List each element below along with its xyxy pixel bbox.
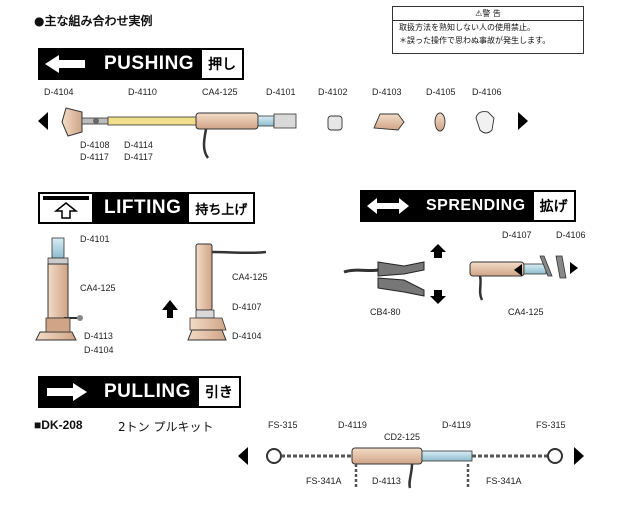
- lifting-title-jp: 持ち上げ: [189, 194, 254, 222]
- label-lift-d4107: D-4107: [232, 302, 262, 312]
- page-title: ●主な組み合わせ実例: [34, 14, 153, 28]
- label-lift-d4113: D-4113: [84, 331, 113, 341]
- label-spread-d4107: D-4107: [502, 230, 532, 240]
- label-d4103: D-4103: [372, 87, 402, 97]
- warning-line-2: ＊誤った操作で思わぬ事故が発生します。: [399, 36, 551, 45]
- label-pull-d4119-a: D-4119: [338, 420, 367, 430]
- pulling-title: PULLING: [94, 378, 199, 406]
- label-pull-fs315-b: FS-315: [536, 420, 566, 430]
- spread-right-arrow: [570, 262, 578, 274]
- spreading-header: SPRENDING 拡げ: [360, 190, 576, 222]
- label-d4102: D-4102: [318, 87, 348, 97]
- right-arrow-icon: [40, 378, 94, 406]
- pushing-title: PUSHING: [94, 50, 203, 78]
- double-arrow-icon: [362, 192, 416, 220]
- label-d4104: D-4104: [44, 87, 74, 97]
- left-arrow-icon: [40, 50, 94, 78]
- label-spread-cb480: CB4-80: [370, 307, 401, 317]
- spreading-tool: [343, 244, 446, 304]
- spread-left-arrow: [514, 264, 522, 276]
- pushing-title-jp: 押し: [202, 50, 243, 78]
- spread-up-arrow: [430, 244, 446, 258]
- label-d4105: D-4105: [426, 87, 456, 97]
- pushing-header: PUSHING 押し: [38, 48, 245, 80]
- label-pull-cd2125: CD2-125: [384, 432, 421, 442]
- label-spread-ca4125: CA4-125: [508, 307, 544, 317]
- pushing-assembly: [38, 107, 528, 159]
- label-d4106: D-4106: [472, 87, 502, 97]
- left-direction-arrow: [38, 112, 48, 130]
- label-ca4125: CA4-125: [202, 87, 238, 97]
- label-d4108: D-4108: [80, 140, 110, 150]
- label-lift-ca4125-a: CA4-125: [80, 283, 116, 293]
- lifting-assembly-1: [35, 237, 83, 341]
- pulling-header: PULLING 引き: [38, 376, 241, 408]
- label-d4117-b: D-4117: [124, 152, 153, 162]
- lifting-title: LIFTING: [94, 194, 190, 222]
- warning-box: ⚠警 告 取扱方法を熟知しない人の使用禁止。 ＊誤った操作で思わぬ事故が発生しま…: [392, 6, 584, 54]
- lift-arrow-icon: [40, 194, 94, 222]
- label-pull-fs315-a: FS-315: [268, 420, 298, 430]
- spreading-assembly: [469, 255, 578, 301]
- kit-code: ■DK-208: [34, 418, 83, 432]
- label-d4101: D-4101: [266, 87, 296, 97]
- label-lift-d4101: D-4101: [80, 234, 110, 244]
- label-pull-fs341a-b: FS-341A: [486, 476, 522, 486]
- pull-left-arrow: [238, 447, 248, 465]
- lifting-header: LIFTING 持ち上げ: [38, 192, 256, 224]
- lift-up-arrow: [162, 300, 178, 318]
- label-pull-fs341a-a: FS-341A: [306, 476, 342, 486]
- pulling-title-jp: 引き: [198, 378, 239, 406]
- label-lift-d4104-a: D-4104: [84, 345, 114, 355]
- label-spread-d4106: D-4106: [556, 230, 586, 240]
- kit-description: 2トン プルキット: [118, 420, 214, 434]
- warning-heading: ⚠警 告: [393, 7, 583, 21]
- label-lift-ca4125-b: CA4-125: [232, 272, 268, 282]
- right-direction-arrow: [518, 112, 528, 130]
- lifting-assembly-2: [162, 243, 267, 341]
- warning-line-1: 取扱方法を熟知しない人の使用禁止。: [399, 23, 535, 32]
- spreading-title-jp: 拡げ: [533, 192, 574, 220]
- label-pull-d4119-b: D-4119: [442, 420, 471, 430]
- label-d4110: D-4110: [128, 87, 157, 97]
- pulling-assembly: [238, 447, 584, 489]
- label-lift-d4104-b: D-4104: [232, 331, 262, 341]
- spreading-title: SPRENDING: [416, 192, 534, 220]
- label-d4117-a: D-4117: [80, 152, 109, 162]
- pull-right-arrow: [574, 447, 584, 465]
- label-d4114: D-4114: [124, 140, 153, 150]
- spread-down-arrow: [430, 290, 446, 304]
- label-pull-d4113: D-4113: [372, 476, 401, 486]
